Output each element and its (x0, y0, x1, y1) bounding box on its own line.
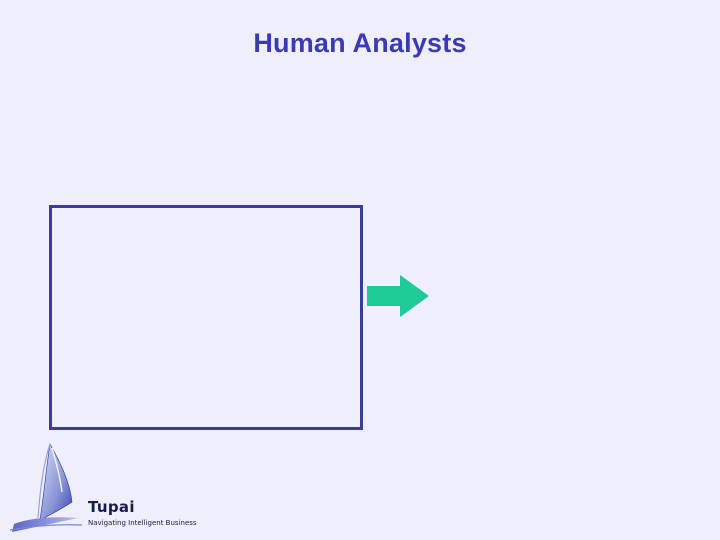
company-logo: Tupai Navigating Intelligent Business (0, 432, 210, 540)
content-frame (49, 205, 363, 430)
slide-title: Human Analysts (253, 28, 467, 58)
sail-logo-icon (9, 443, 83, 532)
logo-tagline: Navigating Intelligent Business (88, 519, 197, 527)
logo-name: Tupai (88, 498, 135, 516)
right-arrow-icon (367, 275, 429, 317)
